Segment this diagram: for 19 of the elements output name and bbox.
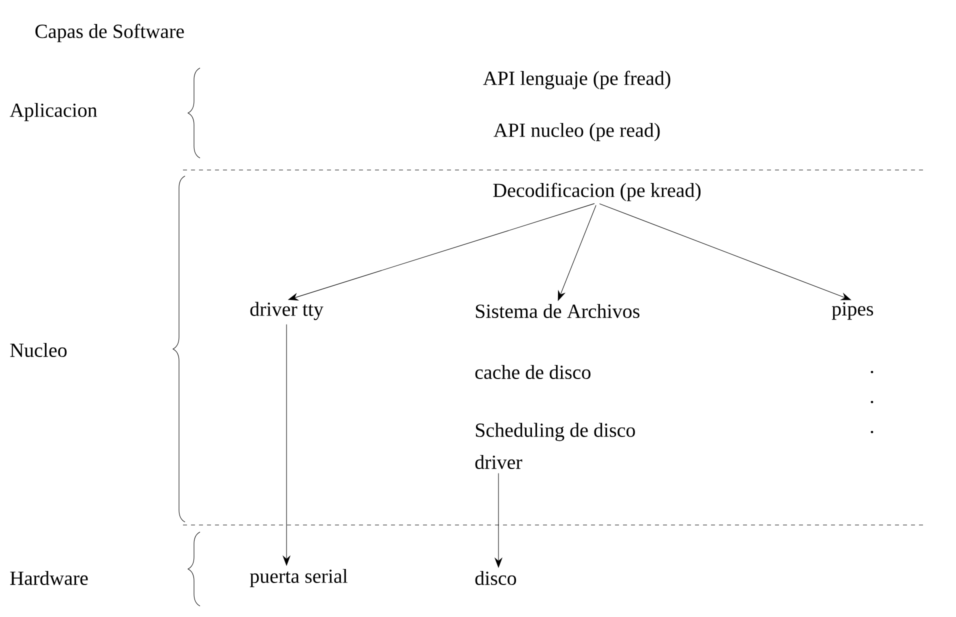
text-label: API lenguaje (pe fread) — [483, 70, 670, 90]
text-label: . — [870, 430, 874, 434]
text-label: . — [870, 400, 874, 404]
text-label: . — [870, 370, 874, 374]
layer-component: driver — [475, 454, 522, 470]
layer-component: pipes — [832, 302, 874, 320]
layer-component: driver tty — [250, 302, 324, 320]
layer-component: Decodificacion (pe kread) — [493, 182, 701, 202]
text-label: API nucleo (pe read) — [494, 122, 660, 142]
text-label: Scheduling de disco — [476, 422, 635, 442]
text-label: Nucleo — [10, 342, 67, 358]
layer-component: Sistema de Archivos — [476, 304, 640, 318]
title: Capas de Software — [35, 24, 184, 42]
text-label: cache de disco — [475, 364, 590, 380]
arrow — [599, 203, 852, 300]
text-label: Hardware — [10, 570, 88, 586]
text-label: Aplicacion — [10, 102, 98, 122]
layer-component: puerta serial — [250, 568, 348, 588]
layer-component: disco — [475, 570, 516, 586]
